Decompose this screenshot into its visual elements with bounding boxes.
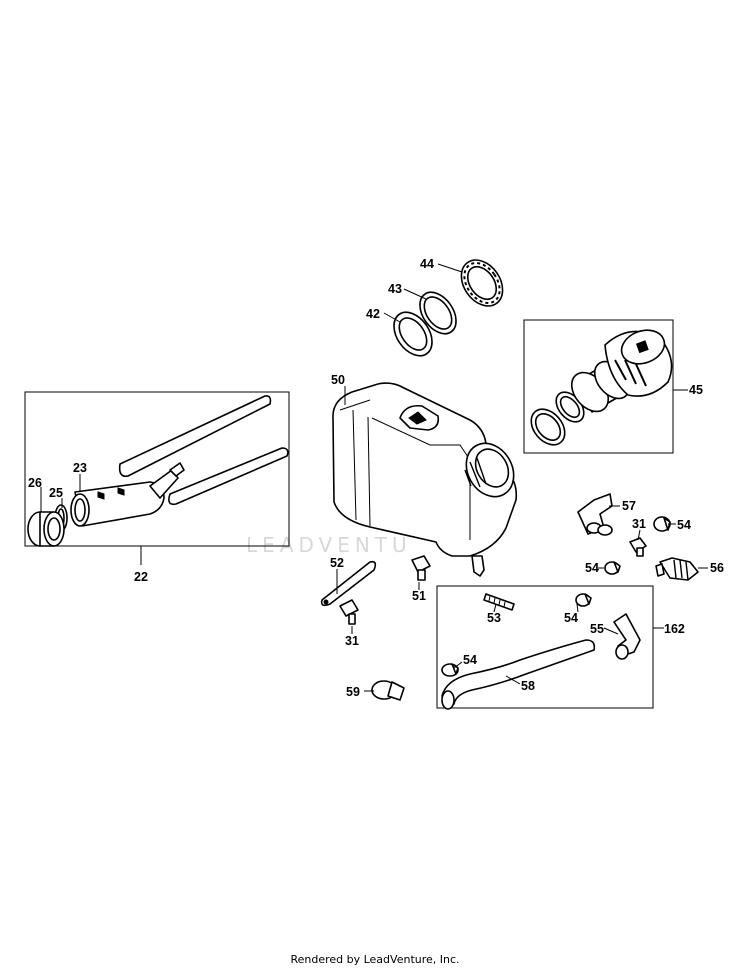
part-54-clamp-3 [575,593,592,607]
part-51-bolt [411,555,431,581]
callout-45: 45 [689,383,703,397]
callout-42: 42 [366,307,380,321]
part-31-bolt [629,537,647,557]
group-box-45 [523,319,674,454]
part-50-fuel-tank [332,382,518,577]
group-22-fuel-filter-hose [27,395,289,547]
callout-26: 26 [28,476,42,490]
part-43-gasket [419,291,457,335]
callout-55: 55 [590,622,604,636]
callout-54-c: 54 [564,611,578,625]
part-54-clamp-2 [604,561,621,575]
callout-54-b: 54 [585,561,599,575]
callout-25: 25 [49,486,63,500]
watermark-text: LEADVENTU [246,533,412,557]
footer-credit: Rendered by LeadVenture, Inc. [290,953,460,966]
callout-58: 58 [521,679,535,693]
part-45-fuel-cap-assembly [530,329,673,446]
callout-59: 59 [346,685,360,699]
callout-31: 31 [632,517,646,531]
callout-50: 50 [331,373,345,387]
callout-53: 53 [487,611,501,625]
callout-23: 23 [73,461,87,475]
leader-lines [40,263,708,692]
part-54-clamp-4 [441,663,459,677]
part-57-bracket [577,493,613,536]
callout-51: 51 [412,589,426,603]
callout-44: 44 [420,257,434,271]
part-42-gasket [393,311,433,357]
part-44-lock-ring [460,259,504,307]
part-55-elbow [613,613,641,660]
group-box-162 [436,585,654,709]
part-56-valve [655,557,699,581]
callout-22: 22 [134,570,148,584]
callout-56: 56 [710,561,724,575]
part-53-stud [483,593,515,611]
part-59-clip [371,680,405,701]
callout-54-d: 54 [463,653,477,667]
callout-31-b: 31 [345,634,359,648]
callout-43: 43 [388,282,402,296]
part-54-clamp [653,516,671,532]
callout-57: 57 [622,499,636,513]
callout-54: 54 [677,518,691,532]
callout-52: 52 [330,556,344,570]
group-box-22 [24,391,290,547]
part-52-strap [320,560,377,607]
callout-162: 162 [664,622,685,636]
part-31-bolt-lower [339,599,359,625]
part-58-fuel-hose [441,639,596,710]
